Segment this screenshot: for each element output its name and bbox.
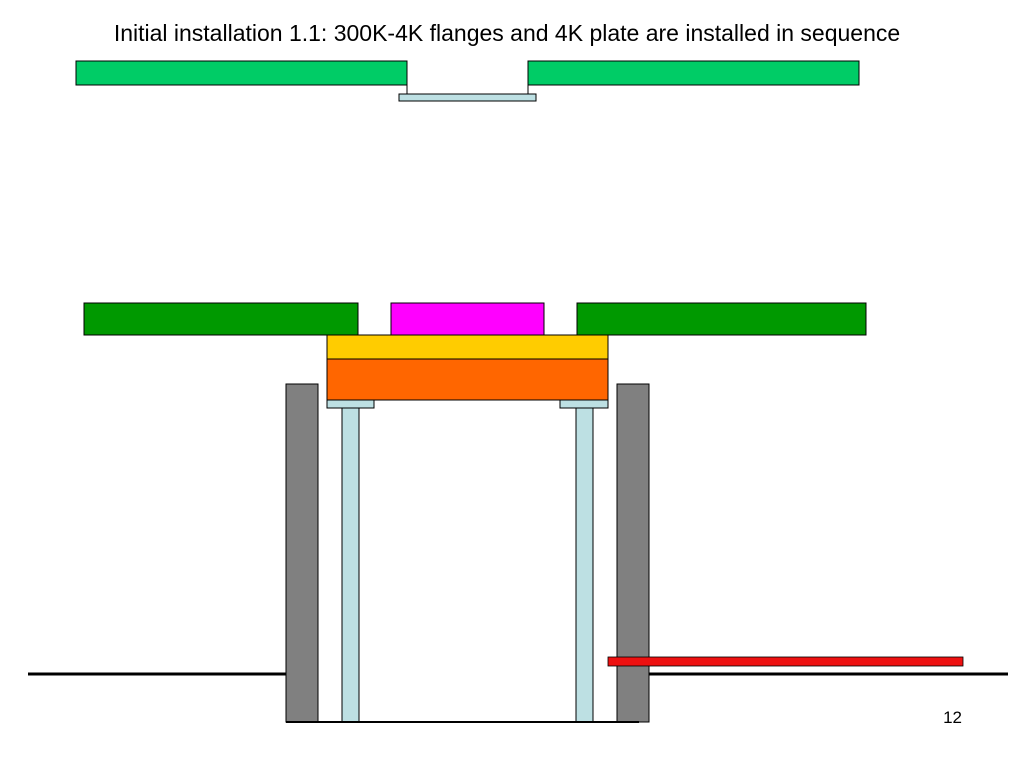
support-post-left [341, 407, 360, 723]
lower-flange-right [576, 302, 867, 336]
upper-flange-right [527, 60, 860, 86]
yellow-layer [326, 334, 609, 360]
page-number: 12 [943, 708, 962, 727]
center-block [390, 302, 545, 336]
gray-wall-right [616, 383, 650, 723]
orange-layer [326, 358, 609, 401]
support-foot-right [559, 399, 609, 409]
support-post-right [575, 407, 594, 723]
red-bar [607, 656, 964, 667]
lower-flange-left [83, 302, 359, 336]
gray-wall-left [285, 383, 319, 723]
support-foot-left [326, 399, 375, 409]
upper-plate [398, 93, 537, 102]
slide-title: Initial installation 1.1: 300K-4K flange… [113, 20, 901, 46]
upper-flange-left [75, 60, 408, 86]
